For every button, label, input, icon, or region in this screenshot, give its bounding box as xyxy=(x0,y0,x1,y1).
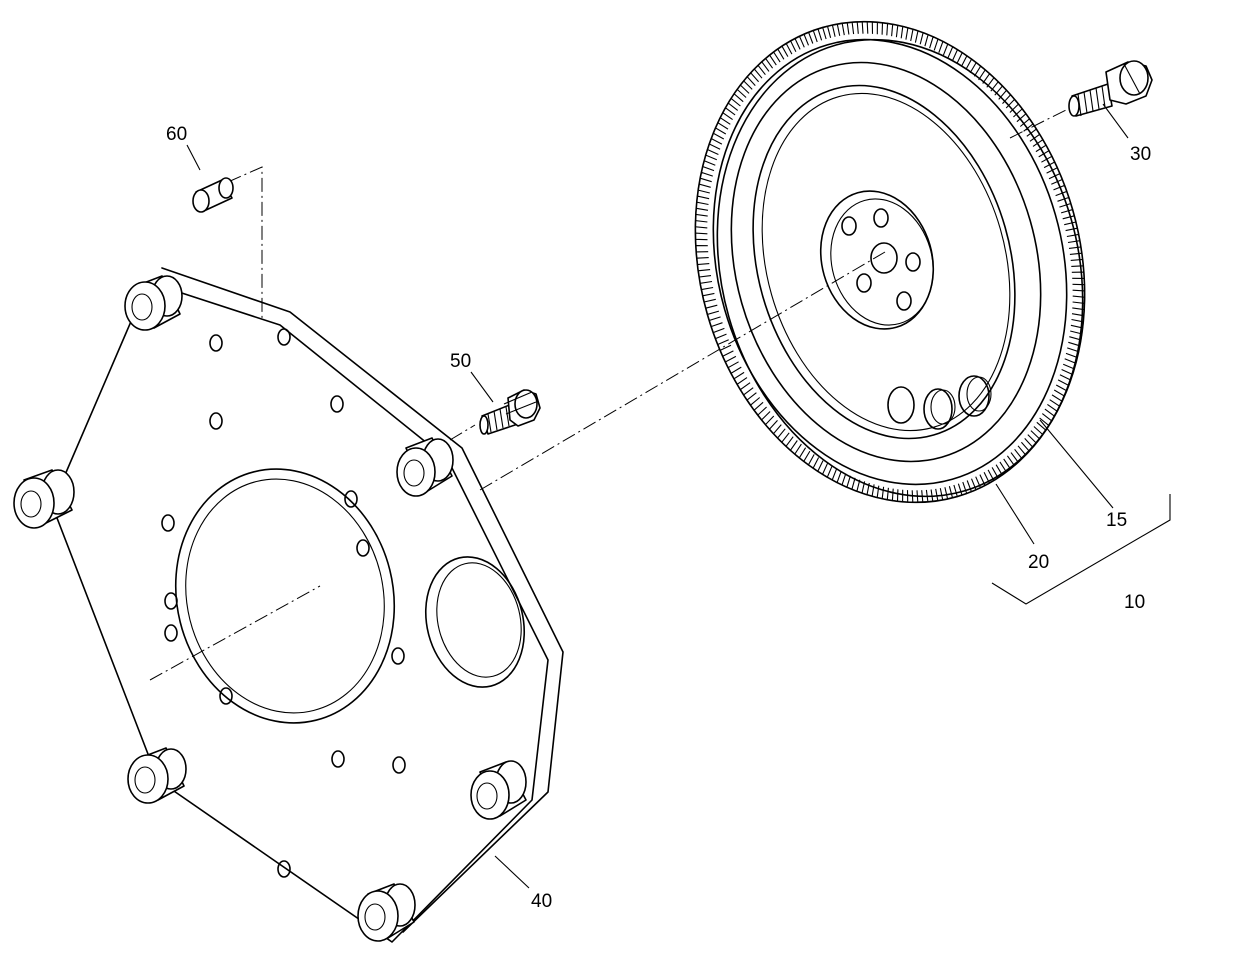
callout-40: 40 xyxy=(531,891,552,912)
spacer xyxy=(127,747,187,804)
plate-bolt-holes xyxy=(161,328,406,878)
adapter-plate xyxy=(13,267,564,943)
spacer xyxy=(13,469,75,529)
spacer xyxy=(124,275,183,331)
callout-15: 15 xyxy=(1106,510,1127,531)
callout-10: 10 xyxy=(1124,592,1145,613)
flywheel xyxy=(694,20,1086,504)
gear-tooth-path xyxy=(694,21,1086,503)
leader-lines xyxy=(186,103,1171,889)
spacer xyxy=(396,437,454,497)
plate-bolt xyxy=(479,389,541,435)
spacer xyxy=(470,760,527,820)
flywheel-bolt xyxy=(1068,60,1153,117)
dowel-pin xyxy=(192,177,234,213)
spacer xyxy=(357,883,416,942)
callout-20: 20 xyxy=(1028,552,1049,573)
plate-spacers xyxy=(13,275,527,942)
callout-60: 60 xyxy=(166,124,187,145)
ring-gear-teeth xyxy=(694,21,1086,503)
callout-50: 50 xyxy=(450,351,471,372)
callout-30: 30 xyxy=(1130,144,1151,165)
